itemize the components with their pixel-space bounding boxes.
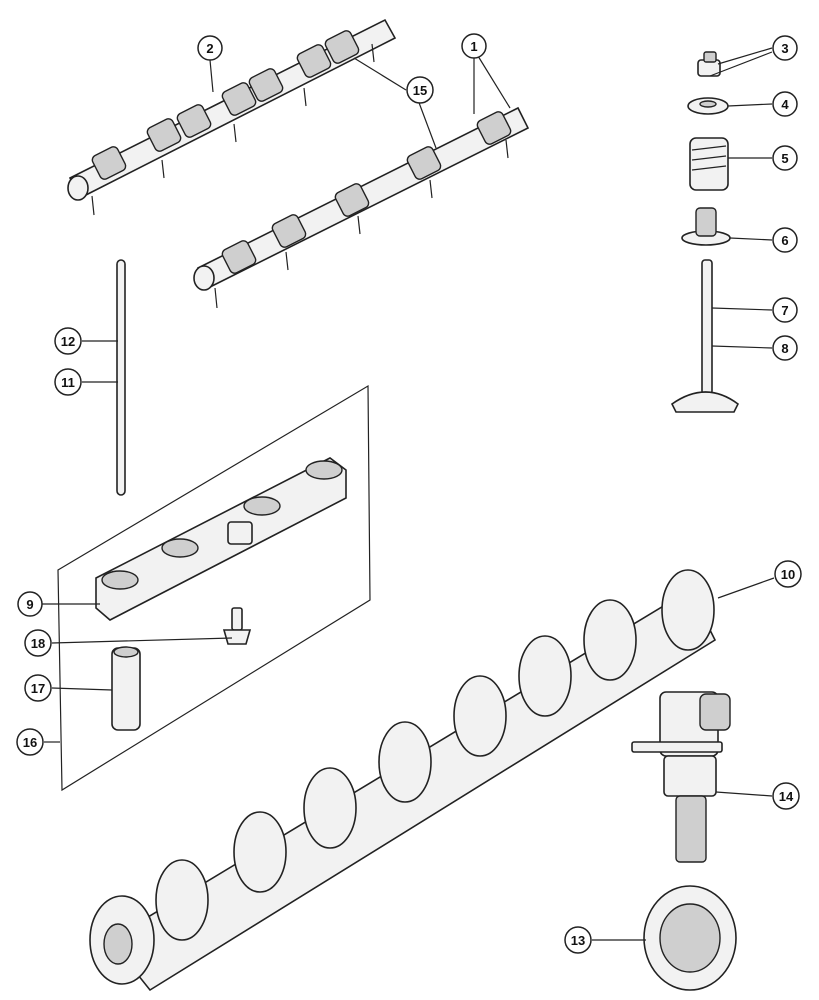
valve-stem-seal bbox=[681, 207, 731, 246]
lifter-kit-panel bbox=[57, 384, 371, 792]
callout-8-label: 8 bbox=[781, 341, 788, 356]
callout-9: 9 bbox=[17, 591, 43, 617]
camshaft-seal bbox=[643, 885, 737, 991]
callout-7-label: 7 bbox=[781, 303, 788, 318]
callout-16: 16 bbox=[16, 728, 44, 756]
callout-3-label: 3 bbox=[781, 41, 788, 56]
callout-1-label: 1 bbox=[470, 39, 477, 54]
lifter-guide-yoke bbox=[95, 457, 347, 621]
camshaft-phaser-solenoid bbox=[631, 691, 731, 863]
valve-spring-retainer bbox=[687, 97, 729, 115]
callout-7: 7 bbox=[772, 297, 798, 323]
callout-10-label: 10 bbox=[781, 567, 795, 582]
callout-2-label: 2 bbox=[206, 41, 213, 56]
callout-6: 6 bbox=[772, 227, 798, 253]
rocker-arm bbox=[221, 111, 512, 274]
callout-16-label: 16 bbox=[23, 735, 37, 750]
callout-10: 10 bbox=[774, 560, 802, 588]
callout-14-label: 14 bbox=[779, 789, 794, 804]
callout-18: 18 bbox=[24, 629, 52, 657]
callout-13: 13 bbox=[564, 926, 592, 954]
callout-17: 17 bbox=[24, 674, 52, 702]
callout-4-label: 4 bbox=[781, 97, 789, 112]
callout-3: 3 bbox=[772, 35, 798, 61]
hydraulic-lifter bbox=[111, 646, 141, 731]
rocker-bolts bbox=[214, 139, 509, 309]
callout-9-label: 9 bbox=[26, 597, 33, 612]
callout-14: 14 bbox=[772, 782, 800, 810]
callout-13-label: 13 bbox=[571, 933, 585, 948]
yoke-bolt bbox=[222, 607, 252, 645]
callout-15-label: 15 bbox=[413, 83, 427, 98]
camshaft bbox=[89, 569, 717, 992]
callout-17-label: 17 bbox=[31, 681, 45, 696]
rocker-arm bbox=[91, 30, 360, 180]
callout-15: 15 bbox=[406, 76, 434, 104]
callout-11: 11 bbox=[54, 368, 82, 396]
callout-1: 1 bbox=[461, 33, 487, 59]
callout-5: 5 bbox=[772, 145, 798, 171]
rocker-arm-assembly-upper bbox=[67, 18, 397, 216]
valve-spring bbox=[689, 137, 729, 191]
callout-8: 8 bbox=[772, 335, 798, 361]
callout-5-label: 5 bbox=[781, 151, 788, 166]
rocker-bolts bbox=[91, 43, 375, 216]
callout-6-label: 6 bbox=[781, 233, 788, 248]
valve-keepers bbox=[697, 51, 721, 77]
callout-4: 4 bbox=[772, 91, 798, 117]
pushrod bbox=[116, 259, 126, 496]
rocker-arm-assembly-lower bbox=[193, 106, 530, 309]
callout-12-label: 12 bbox=[61, 334, 75, 349]
callout-2: 2 bbox=[197, 35, 223, 61]
callout-18-label: 18 bbox=[31, 636, 45, 651]
callout-12: 12 bbox=[54, 327, 82, 355]
leader-lines bbox=[42, 47, 775, 941]
valve bbox=[670, 259, 740, 413]
callout-11-label: 11 bbox=[61, 375, 75, 390]
